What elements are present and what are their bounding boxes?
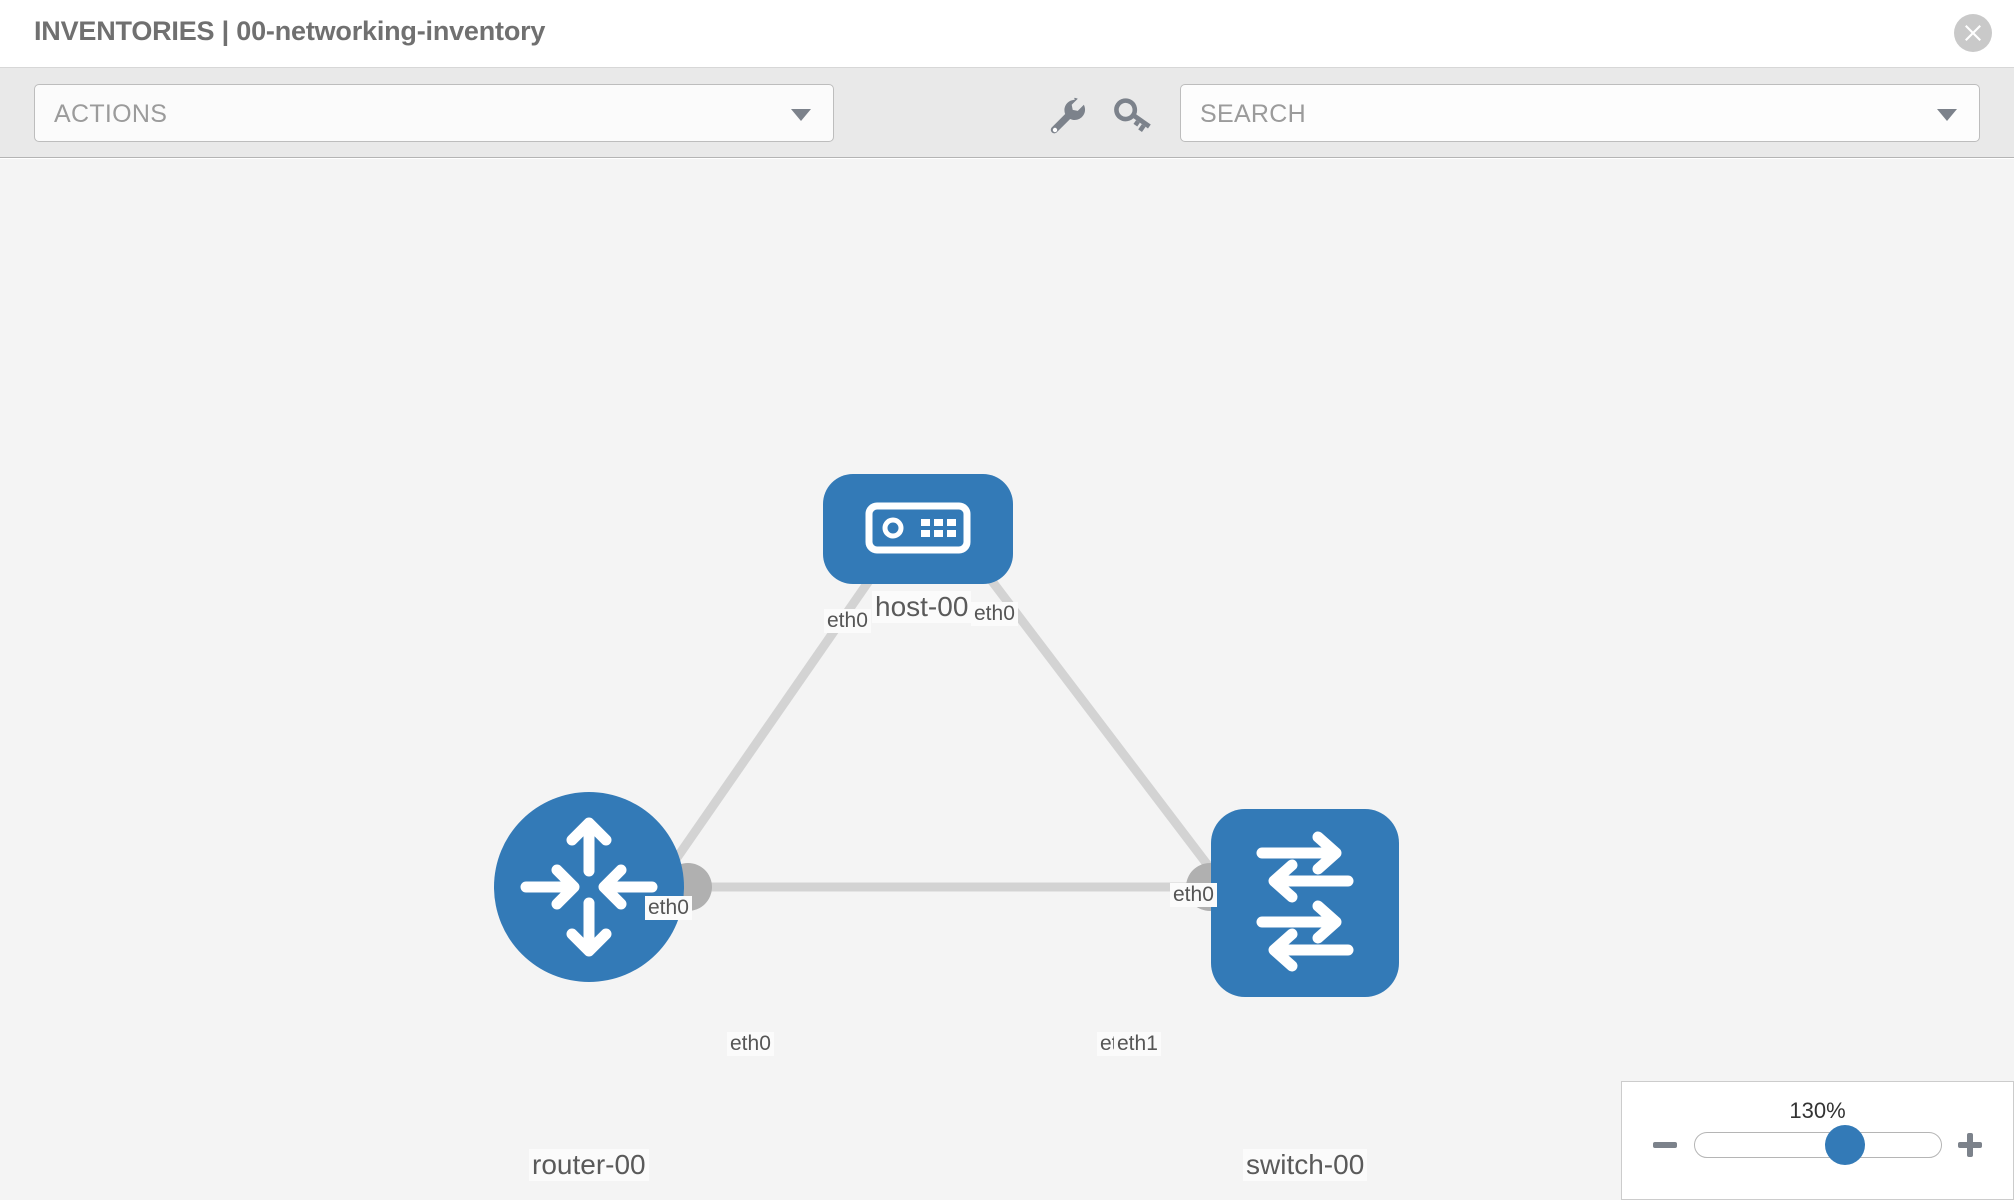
window-header: INVENTORIES | 00-networking-inventory bbox=[0, 0, 2014, 68]
node-host-00[interactable] bbox=[823, 474, 1013, 584]
chevron-down-icon bbox=[791, 109, 811, 121]
actions-dropdown-label: ACTIONS bbox=[54, 100, 168, 128]
search-input[interactable]: SEARCH bbox=[1180, 84, 1980, 142]
interface-label: eth0 bbox=[1170, 883, 1217, 907]
page-title: INVENTORIES | 00-networking-inventory bbox=[34, 16, 546, 46]
interface-label: eth0 bbox=[824, 609, 871, 633]
zoom-slider[interactable] bbox=[1694, 1132, 1942, 1158]
topology-graph bbox=[494, 474, 1399, 997]
wrench-icon[interactable] bbox=[1043, 92, 1089, 138]
key-icon[interactable] bbox=[1110, 92, 1156, 138]
topology-ports bbox=[664, 530, 1258, 925]
topology-canvas[interactable]: eth0 eth0 eth0 eth0 eth0 eth0 eth1 host-… bbox=[0, 159, 2014, 1200]
node-label-router: router-00 bbox=[529, 1149, 649, 1181]
zoom-level-value: 130% bbox=[1789, 1098, 1846, 1123]
interface-label: eth0 bbox=[971, 602, 1018, 626]
topology-links bbox=[643, 536, 1239, 904]
switch-arrows-icon bbox=[1256, 831, 1354, 972]
actions-dropdown[interactable]: ACTIONS bbox=[34, 84, 834, 142]
node-switch-00[interactable] bbox=[1211, 809, 1399, 997]
link-host-switch bbox=[956, 536, 1239, 904]
link-host-router bbox=[643, 536, 902, 904]
plus-icon[interactable] bbox=[1955, 1130, 1985, 1160]
chevron-down-icon[interactable] bbox=[1937, 109, 1957, 121]
search-placeholder: SEARCH bbox=[1200, 100, 1306, 128]
router-arrows-icon bbox=[520, 817, 658, 957]
minus-icon[interactable] bbox=[1650, 1130, 1680, 1160]
close-icon[interactable] bbox=[1954, 14, 1992, 52]
interface-label: eth0 bbox=[645, 896, 692, 920]
server-icon bbox=[865, 502, 971, 554]
zoom-slider-thumb[interactable] bbox=[1825, 1125, 1865, 1165]
interface-label: eth1 bbox=[1114, 1032, 1161, 1056]
node-router-00[interactable] bbox=[494, 792, 684, 982]
interface-label: eth0 bbox=[727, 1032, 774, 1056]
node-label-host: host-00 bbox=[872, 591, 972, 623]
zoom-control-panel: 130% bbox=[1621, 1081, 2014, 1200]
node-label-switch: switch-00 bbox=[1243, 1149, 1368, 1181]
